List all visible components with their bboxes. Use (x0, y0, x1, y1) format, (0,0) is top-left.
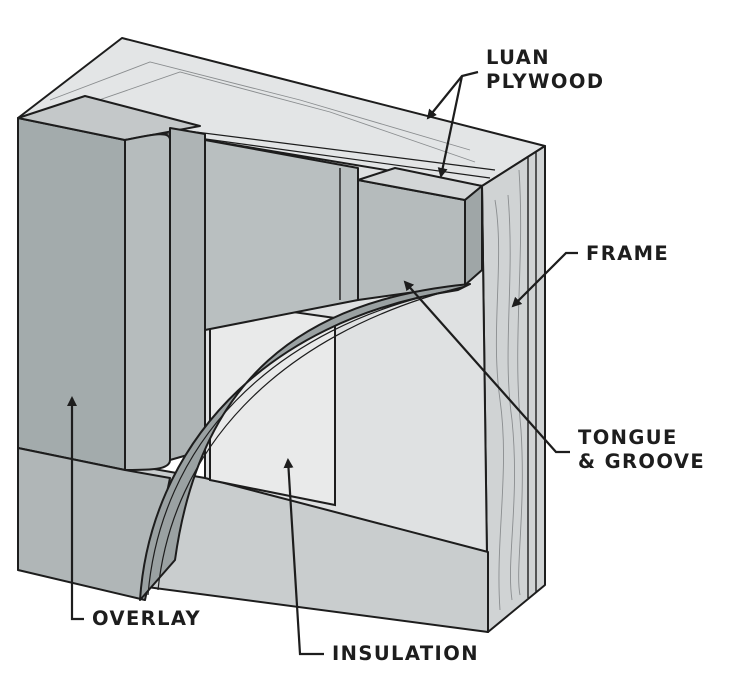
luan-plywood-label-line2: PLYWOOD (486, 70, 604, 93)
overlay-leader (67, 396, 84, 621)
luan-leader-1 (426, 70, 479, 120)
frame-leader (511, 251, 578, 308)
insulation-leader (283, 458, 324, 656)
luan-leader-2 (437, 75, 464, 178)
callouts: LUAN PLYWOOD FRAME TONGUE & GROOVE OVERL… (67, 46, 705, 665)
tongue-groove-label-line2: & GROOVE (578, 450, 705, 473)
overlay-rounded-edge (124, 133, 171, 471)
tongue-groove-leader (403, 280, 570, 454)
overlay-inner-strip (169, 127, 206, 461)
insulation-label: INSULATION (332, 642, 479, 665)
overlay-top (17, 95, 201, 141)
door-slab (17, 37, 546, 633)
overlay-label: OVERLAY (92, 607, 201, 630)
middle-panel (204, 139, 359, 331)
tongue-groove-block-side (464, 185, 483, 286)
tongue-groove-label-line1: TONGUE (578, 426, 678, 449)
luan-plywood-label-line1: LUAN (486, 46, 550, 69)
frame-label: FRAME (586, 242, 669, 265)
